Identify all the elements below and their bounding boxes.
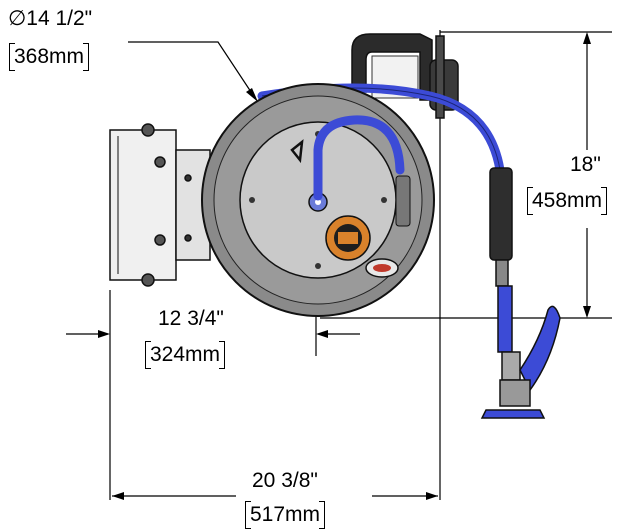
wall-mount-box — [109, 123, 211, 287]
diameter-imperial-value: 14 1/2" — [26, 7, 93, 30]
width-imperial-label: 20 3/8" — [252, 469, 318, 492]
width-arrowhead-right — [426, 492, 438, 500]
diameter-symbol: ∅ — [8, 7, 27, 30]
diameter-metric-label: 368mm — [8, 43, 90, 71]
height-arrowhead-top — [583, 32, 591, 44]
height-metric-label: 458mm — [526, 187, 608, 215]
depth-arrowhead-left — [98, 330, 110, 338]
height-imperial-label: 18" — [570, 153, 601, 176]
depth-metric-label: 324mm — [144, 341, 226, 369]
dimension-lines — [66, 30, 612, 500]
depth-imperial-label: 12 3/4" — [158, 307, 224, 330]
diameter-leader-line — [128, 41, 256, 99]
diameter-arrowhead — [246, 88, 258, 102]
width-arrowhead-left — [112, 492, 124, 500]
hose-inner — [313, 115, 405, 201]
spray-valve — [480, 167, 561, 419]
depth-arrowhead-right — [316, 330, 328, 338]
height-arrowhead-bottom — [583, 306, 591, 318]
width-metric-label: 517mm — [244, 501, 326, 529]
dimension-arrowheads — [98, 32, 591, 500]
diameter-imperial-label: ∅14 1/2" — [8, 8, 92, 29]
